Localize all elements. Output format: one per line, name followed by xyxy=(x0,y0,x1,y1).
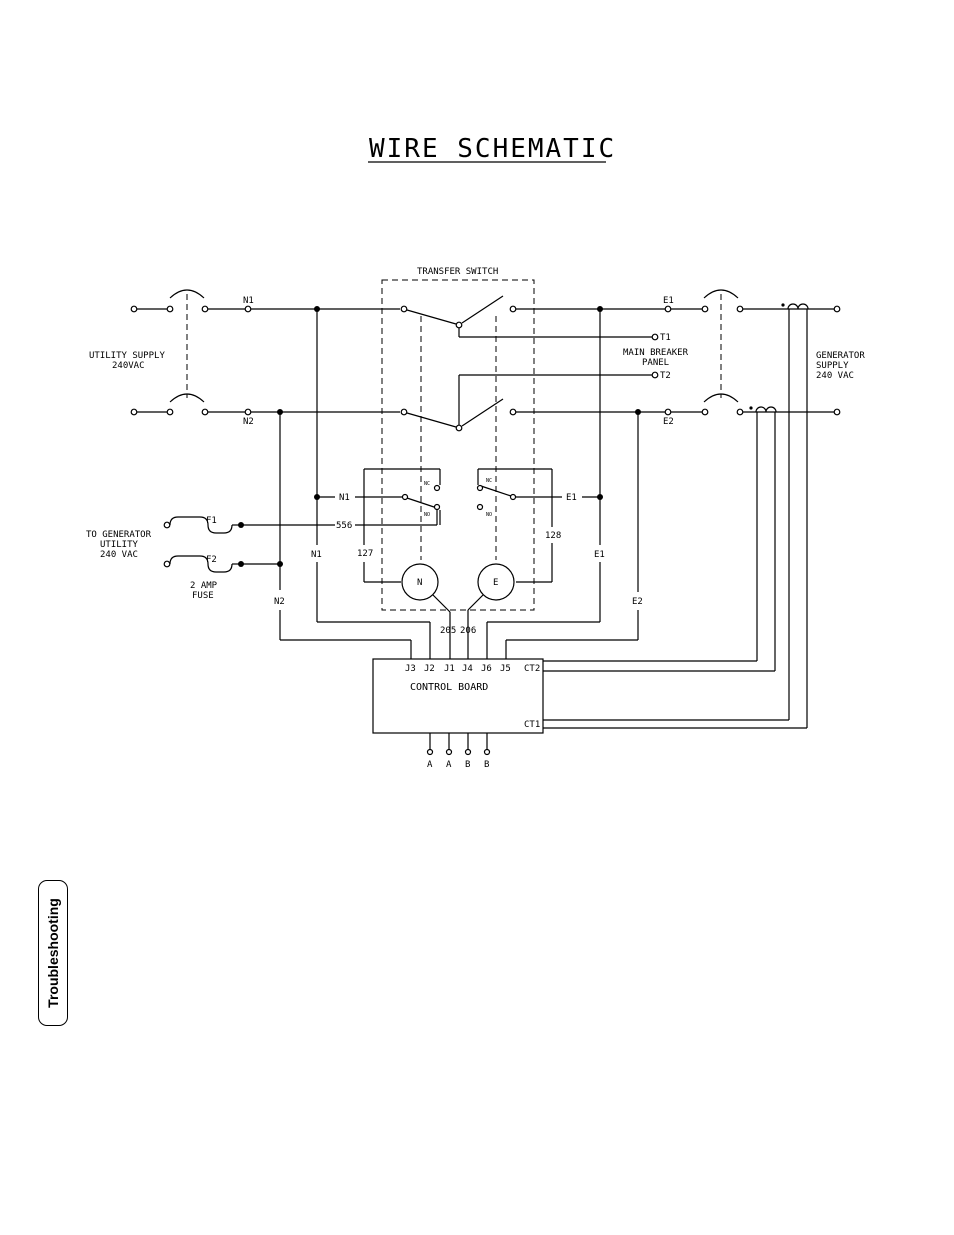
pin-j6: J6 xyxy=(481,664,492,674)
wire-128-label: 128 xyxy=(545,531,561,541)
terminal-a-1: A xyxy=(427,760,433,770)
transfer-switch-box xyxy=(382,280,534,610)
generator-supply-label-2: SUPPLY xyxy=(816,361,849,371)
t2-label: T2 xyxy=(660,371,671,381)
main-breaker-label-2: PANEL xyxy=(642,358,669,368)
to-generator-label-2: UTILITY xyxy=(100,540,139,550)
pin-j2: J2 xyxy=(424,664,435,674)
ct2-label: CT2 xyxy=(524,664,540,674)
wire-127-label: 127 xyxy=(357,549,373,559)
e2-terminal xyxy=(665,409,671,415)
e1-label-top: E1 xyxy=(663,296,674,306)
utility-supply-label-2: 240VAC xyxy=(112,361,145,371)
t1-label: T1 xyxy=(660,333,671,343)
troubleshooting-tab-label: Troubleshooting xyxy=(45,898,61,1008)
e1-terminal xyxy=(665,306,671,312)
e2-label-top: E2 xyxy=(663,417,674,427)
ct1-label: CT1 xyxy=(524,720,540,730)
utility-supply-label-1: UTILITY SUPPLY xyxy=(89,351,165,361)
pin-j1: J1 xyxy=(444,664,455,674)
current-transformers xyxy=(749,303,808,728)
troubleshooting-tab: Troubleshooting xyxy=(38,880,68,1026)
bottom-terminals xyxy=(428,733,490,755)
pin-j5: J5 xyxy=(500,664,511,674)
t1-terminal xyxy=(652,334,658,340)
fuse-f2 xyxy=(164,556,283,572)
terminal-b-2: B xyxy=(484,760,489,770)
n2-label-vertical: N2 xyxy=(274,597,285,607)
terminal-b-1: B xyxy=(465,760,470,770)
n1-label-top: N1 xyxy=(243,296,254,306)
pin-j3: J3 xyxy=(405,664,416,674)
f2-label: F2 xyxy=(206,555,217,565)
motor-n-label: N xyxy=(417,578,422,588)
wire-205-label: 205 xyxy=(440,626,456,636)
generator-supply-label-1: GENERATOR xyxy=(816,351,865,361)
terminal-a-2: A xyxy=(446,760,452,770)
nc-label-right: NC xyxy=(486,478,492,484)
fuse-rating-label-1: 2 AMP xyxy=(190,581,218,591)
n1-label-vertical: N1 xyxy=(311,550,322,560)
generator-supply-label-3: 240 VAC xyxy=(816,371,854,381)
no-label-right: NO xyxy=(486,512,492,518)
f1-label: F1 xyxy=(206,516,217,526)
control-board xyxy=(373,659,543,733)
n1-label-switch: N1 xyxy=(339,493,350,503)
motor-e-label: E xyxy=(493,578,498,588)
e1-label-vertical: E1 xyxy=(594,550,605,560)
t2-terminal xyxy=(652,372,658,378)
nc-label-left: NC xyxy=(424,481,430,487)
control-board-label: CONTROL BOARD xyxy=(410,682,488,693)
diagram-title: WIRE SCHEMATIC xyxy=(369,134,616,164)
wire-206-label: 206 xyxy=(460,626,476,636)
generator-breaker xyxy=(671,290,840,415)
to-generator-label-1: TO GENERATOR xyxy=(86,530,152,540)
n2-terminal xyxy=(245,409,251,415)
pin-j4: J4 xyxy=(462,664,473,674)
e1-label-switch: E1 xyxy=(566,493,577,503)
fuse-rating-label-2: FUSE xyxy=(192,591,214,601)
n2-label-top: N2 xyxy=(243,417,254,427)
transfer-switch-label: TRANSFER SWITCH xyxy=(417,267,498,277)
to-generator-label-3: 240 VAC xyxy=(100,550,138,560)
wire-556-label: 556 xyxy=(336,521,352,531)
emergency-limit-switch: NC NO xyxy=(478,469,604,582)
no-label-left: NO xyxy=(424,512,430,518)
n1-terminal xyxy=(245,306,251,312)
e2-label-vertical: E2 xyxy=(632,597,643,607)
main-breaker-label-1: MAIN BREAKER xyxy=(623,348,689,358)
transfer-main-contacts xyxy=(401,296,652,560)
